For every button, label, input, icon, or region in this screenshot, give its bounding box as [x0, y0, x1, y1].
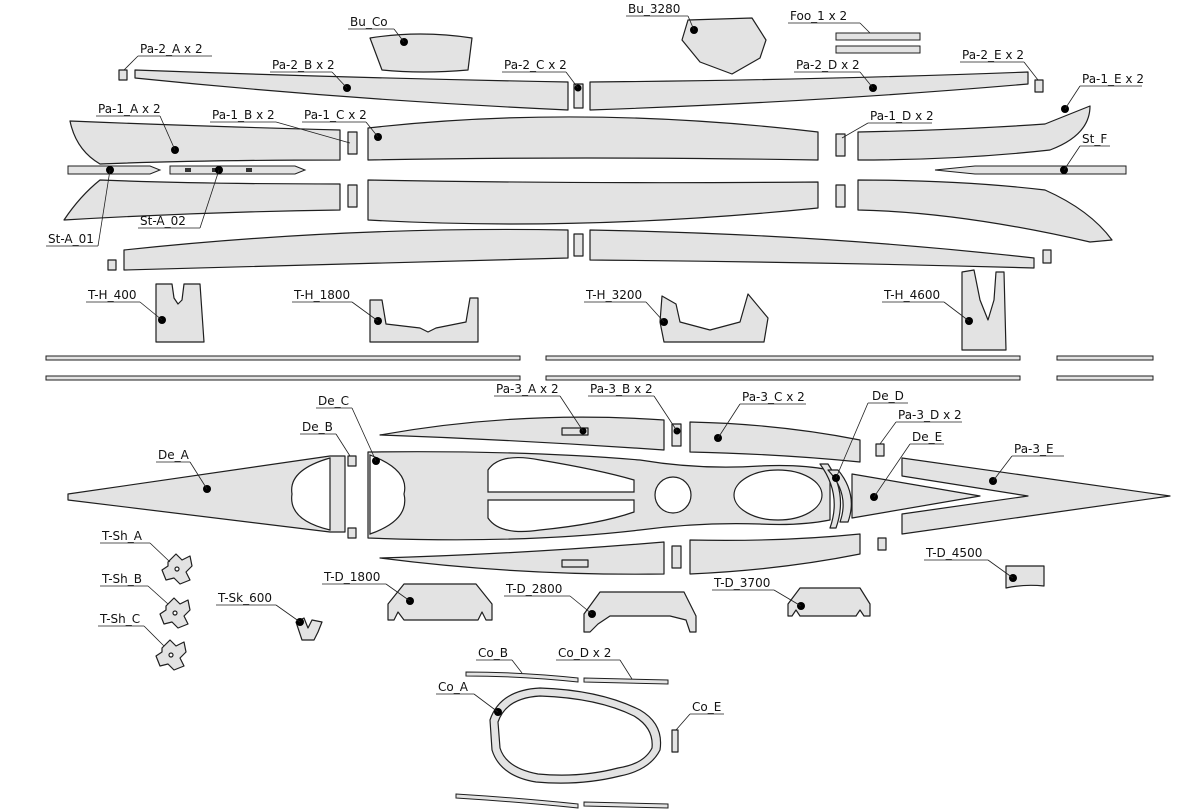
- label-pa1-e: Pa-1_E x 2: [1082, 72, 1144, 86]
- part-pa3-b: [671, 423, 682, 447]
- part-pa3-d-mirror: [877, 537, 887, 551]
- part-pa3-d: [875, 443, 885, 457]
- part-bu-3280: [681, 17, 767, 75]
- part-pa1-b: [347, 131, 358, 155]
- label-pa1-c: Pa-1_C x 2: [304, 108, 367, 122]
- label-pa3-c: Pa-3_C x 2: [742, 390, 805, 404]
- label-de-b: De_B: [302, 420, 333, 434]
- part-pa2-a: [118, 69, 128, 81]
- label-st-a02: St-A_02: [140, 214, 186, 228]
- part-pa2-a-mirror: [107, 259, 117, 271]
- part-co-a: [489, 687, 662, 784]
- part-pa1-b-mirror: [347, 184, 358, 208]
- part-de-c: [367, 451, 831, 541]
- part-co-b: [465, 671, 579, 683]
- label-td-3700: T-D_3700: [713, 576, 770, 590]
- part-tsk-600: [295, 617, 323, 641]
- label-foo-1: Foo_1 x 2: [790, 9, 847, 23]
- label-st-a01: St-A_01: [48, 232, 94, 246]
- part-pa1-c-mirror: [367, 179, 819, 225]
- part-td-1800: [387, 583, 493, 621]
- part-pa3-c-mirror: [689, 533, 861, 575]
- part-th-1800: [369, 297, 479, 343]
- label-pa2-c: Pa-2_C x 2: [504, 58, 567, 72]
- part-pa1-d: [835, 133, 846, 157]
- label-co-b: Co_B: [478, 646, 508, 660]
- part-bu-co: [369, 33, 473, 73]
- label-td-1800: T-D_1800: [323, 570, 380, 584]
- part-de-d: [819, 463, 852, 529]
- label-pa1-a: Pa-1_A x 2: [98, 102, 161, 116]
- part-foo-1: [835, 32, 921, 54]
- part-td-3700: [787, 587, 871, 617]
- label-td-2800: T-D_2800: [505, 582, 562, 596]
- part-pa1-a-mirror: [63, 179, 341, 221]
- label-bu-3280: Bu_3280: [628, 2, 680, 16]
- label-bu-co: Bu_Co: [350, 15, 388, 29]
- part-pa2-c-mirror: [573, 233, 584, 257]
- label-pa3-a: Pa-3_A x 2: [496, 382, 559, 396]
- label-th-4600: T-H_4600: [883, 288, 940, 302]
- label-pa2-e: Pa-2_E x 2: [962, 48, 1024, 62]
- part-pa2-b-mirror: [123, 228, 569, 271]
- label-de-d: De_D: [872, 389, 904, 403]
- label-th-1800: T-H_1800: [293, 288, 350, 302]
- label-tsh-a: T-Sh_A: [101, 529, 143, 543]
- label-co-d: Co_D x 2: [558, 646, 611, 660]
- part-co-strips-bottom: [455, 793, 669, 809]
- label-st-f: St_F: [1082, 132, 1107, 146]
- label-de-c: De_C: [318, 394, 349, 408]
- part-th-4600: [961, 269, 1007, 351]
- part-co-e: [671, 729, 679, 753]
- part-pa2-c: [573, 83, 584, 109]
- label-tsh-b: T-Sh_B: [101, 572, 142, 586]
- part-td-2800: [583, 591, 697, 633]
- label-th-400: T-H_400: [87, 288, 137, 302]
- part-pa2-e: [1034, 79, 1044, 93]
- part-th-3200: [659, 293, 769, 343]
- part-pa3-c: [689, 421, 861, 463]
- label-pa1-b: Pa-1_B x 2: [212, 108, 275, 122]
- part-pa1-c: [367, 116, 819, 161]
- label-pa2-b: Pa-2_B x 2: [272, 58, 335, 72]
- part-pa1-e-mirror: [857, 179, 1113, 243]
- label-tsh-c: T-Sh_C: [99, 612, 140, 626]
- part-pa2-b: [134, 69, 569, 111]
- part-pa2-d: [589, 71, 1029, 111]
- label-pa1-d: Pa-1_D x 2: [870, 109, 934, 123]
- label-pa2-a: Pa-2_A x 2: [140, 42, 203, 56]
- label-th-3200: T-H_3200: [585, 288, 642, 302]
- part-st-a01: [67, 165, 162, 175]
- part-rails: [45, 355, 1154, 381]
- label-de-a: De_A: [158, 448, 190, 462]
- part-tsh-b: [159, 597, 191, 629]
- part-st-a02: [169, 165, 307, 175]
- part-pa3-a: [379, 416, 665, 451]
- part-pa1-d-mirror: [835, 184, 846, 208]
- label-pa2-d: Pa-2_D x 2: [796, 58, 860, 72]
- part-st-f: [934, 165, 1127, 175]
- label-de-e: De_E: [912, 430, 942, 444]
- part-pa2-e-mirror: [1042, 249, 1052, 264]
- label-tsk-600: T-Sk_600: [217, 591, 272, 605]
- part-pa3-a-mirror: [379, 541, 665, 575]
- label-pa3-e: Pa-3_E: [1014, 442, 1054, 456]
- label-pa3-b: Pa-3_B x 2: [590, 382, 653, 396]
- part-de-a: [67, 455, 346, 533]
- part-co-d: [583, 677, 669, 685]
- part-pa2-d-mirror: [589, 229, 1035, 269]
- label-co-e: Co_E: [692, 700, 721, 714]
- label-co-a: Co_A: [438, 680, 469, 694]
- part-pa3-b-mirror: [671, 545, 682, 569]
- part-tsh-c: [155, 639, 187, 671]
- label-td-4500: T-D_4500: [925, 546, 982, 560]
- part-th-400: [155, 283, 205, 343]
- part-de-b: [347, 455, 357, 539]
- part-pa1-a: [69, 120, 341, 165]
- label-pa3-d: Pa-3_D x 2: [898, 408, 962, 422]
